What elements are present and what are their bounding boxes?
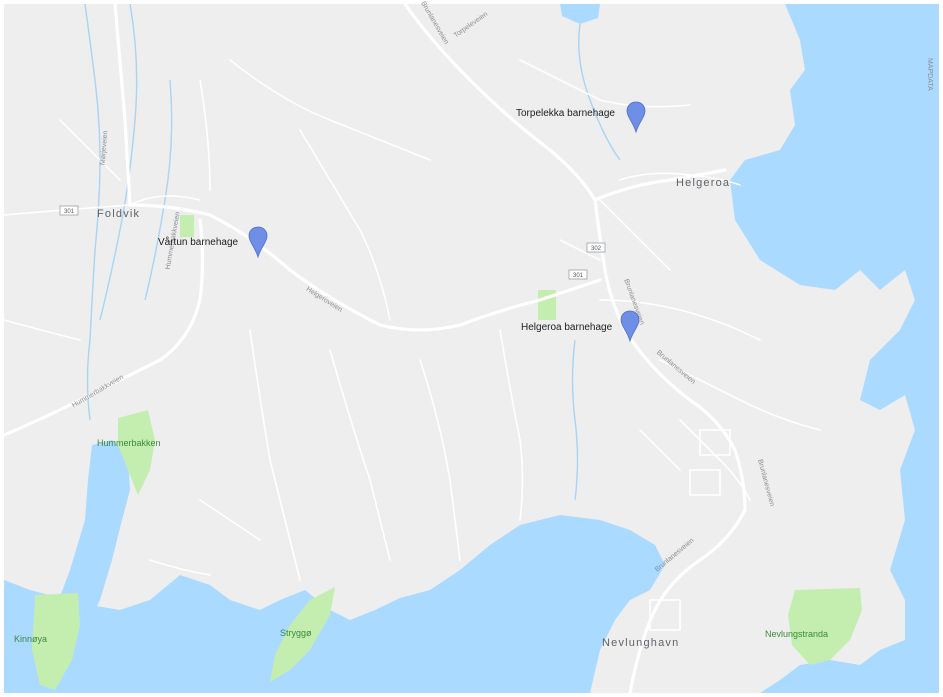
svg-text:301: 301 xyxy=(573,273,584,279)
marker-vartun[interactable]: Vårtun barnehage xyxy=(158,226,268,259)
park-label-stryggo: Stryggø xyxy=(280,628,312,638)
map-pin-icon[interactable] xyxy=(620,310,640,343)
place-label-nevlunghavn: Nevlunghavn xyxy=(602,637,679,649)
sea-south xyxy=(4,515,665,693)
marker-label-vartun[interactable]: Vårtun barnehage xyxy=(158,236,239,248)
place-label-foldvik: Foldvik xyxy=(97,208,140,220)
park-nevlungstranda xyxy=(788,588,862,665)
sea-southeast xyxy=(760,640,905,693)
road-shield-301-west: 301 xyxy=(59,205,79,216)
park-small-2 xyxy=(180,215,194,237)
map-data-edge-text: MAPDATA xyxy=(926,58,933,91)
place-label-helgeroa: Helgeroa xyxy=(676,177,730,189)
marker-torpelekka[interactable]: Torpelekka barnehage xyxy=(516,101,646,134)
marker-helgeroa[interactable]: Helgeroa barnehage xyxy=(521,310,640,343)
park-hummerbakken xyxy=(118,410,155,495)
svg-text:301: 301 xyxy=(64,209,75,215)
park-label-kinnsholmen: Kinnøya xyxy=(14,634,47,644)
park-kinnsholmen xyxy=(32,593,80,690)
park-stryggo xyxy=(270,587,335,682)
park-label-hummerbakken: Hummerbakken xyxy=(97,438,161,448)
road-shield-302: 302 xyxy=(586,242,606,253)
map-pin-icon[interactable] xyxy=(626,101,646,134)
sea-east xyxy=(730,4,939,693)
road-label-morjeveien: Mørjeveien xyxy=(99,130,109,165)
map-pin-icon[interactable] xyxy=(248,226,268,259)
marker-label-torpelekka[interactable]: Torpelekka barnehage xyxy=(516,108,615,119)
inlet-west xyxy=(55,440,130,640)
park-label-nevlungstranda: Nevlungstranda xyxy=(765,629,828,639)
minor-roads xyxy=(3,59,821,631)
main-roads xyxy=(2,2,747,695)
marker-label-helgeroa[interactable]: Helgeroa barnehage xyxy=(521,322,613,333)
svg-text:302: 302 xyxy=(591,246,602,252)
lake-north xyxy=(560,4,600,24)
road-shield-301-east: 301 xyxy=(568,269,588,280)
